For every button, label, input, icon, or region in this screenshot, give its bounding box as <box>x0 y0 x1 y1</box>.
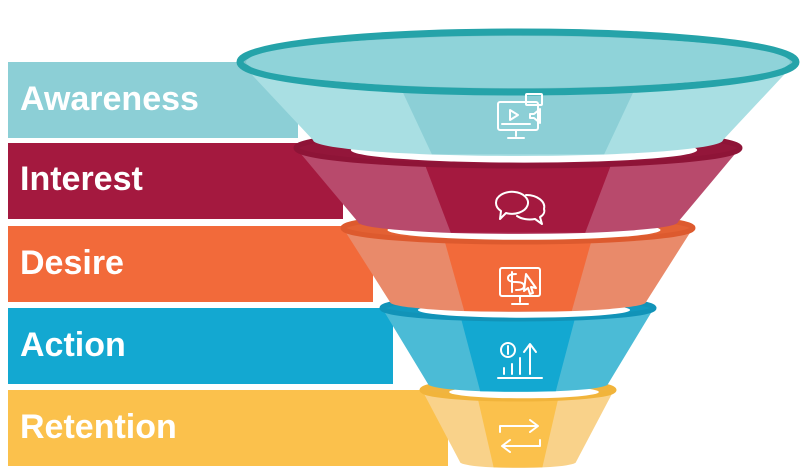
band-retention <box>8 390 448 466</box>
band-interest <box>8 143 343 219</box>
segment-face <box>444 240 592 311</box>
stage-label-desire: Desire <box>20 244 124 282</box>
growth-chart-dollar-icon <box>497 342 543 379</box>
stage-label-action: Action <box>20 326 126 364</box>
stage-label-interest: Interest <box>20 160 143 198</box>
band-desire <box>8 226 373 302</box>
band-awareness <box>8 62 298 138</box>
monitor-video-icon <box>497 93 543 139</box>
funnel-segment-retention <box>419 378 617 468</box>
segment-face <box>477 398 559 468</box>
stage-labels: Awareness Interest Desire Action Retenti… <box>20 80 199 446</box>
segment-face <box>460 317 576 392</box>
funnel <box>236 28 800 468</box>
stage-label-retention: Retention <box>20 408 177 446</box>
segment-face <box>401 89 635 155</box>
monitor-dollar-cursor-icon <box>499 267 541 305</box>
stage-label-awareness: Awareness <box>20 80 199 118</box>
stage-icons <box>494 93 546 453</box>
segment-face <box>424 164 612 233</box>
repeat-arrows-icon <box>499 419 541 453</box>
band-action <box>8 308 393 384</box>
funnel-segment-awareness <box>236 28 800 156</box>
segment-opening <box>246 36 790 88</box>
stage-bands <box>8 62 448 466</box>
chat-bubbles-icon <box>494 190 546 225</box>
